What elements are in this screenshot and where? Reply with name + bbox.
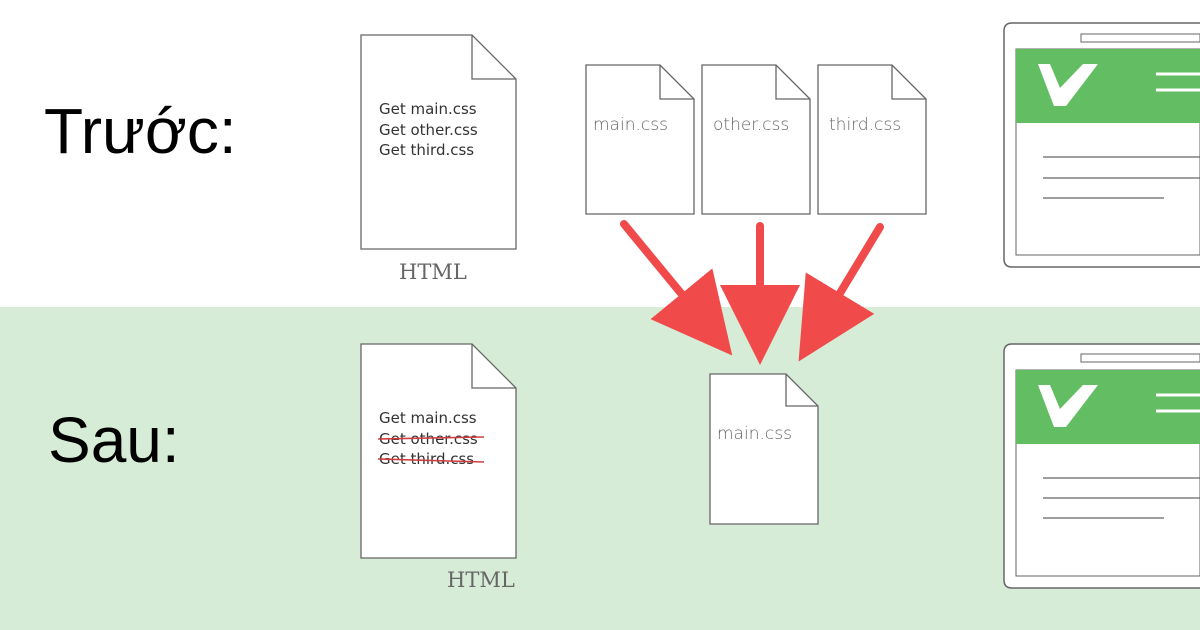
after-browser-camera-bar <box>1080 353 1200 363</box>
before-browser-window <box>1003 22 1200 268</box>
before-html-document: Get main.css Get other.css Get third.css <box>360 34 517 250</box>
before-html-line-3: Get third.css <box>379 141 474 159</box>
before-css-file-other: other.css <box>701 64 811 215</box>
before-css-file-other-label: other.css <box>713 115 789 135</box>
checkmark-v-logo-icon <box>1038 64 1098 106</box>
after-browser-header <box>1016 370 1200 444</box>
arrow-right <box>798 223 884 362</box>
after-html-document: Get main.css Get other.css Get third.css <box>360 343 517 559</box>
before-browser-header <box>1016 49 1200 123</box>
after-label: Sau: <box>48 404 180 476</box>
after-html-line-3: Get third.css <box>379 450 474 468</box>
after-html-line-2: Get other.css <box>379 430 478 448</box>
arrow-left <box>620 220 733 356</box>
after-css-file-main: main.css <box>709 373 819 525</box>
hamburger-menu-icon <box>1156 393 1200 413</box>
before-html-line-2: Get other.css <box>379 121 478 139</box>
strike-line-2 <box>377 436 485 440</box>
after-css-file-main-label: main.css <box>717 424 792 444</box>
before-label: Trước: <box>44 95 237 167</box>
after-html-line-1: Get main.css <box>379 409 477 427</box>
before-html-caption: HTML <box>399 260 467 284</box>
after-section-band <box>0 307 1200 630</box>
before-css-file-main: main.css <box>585 64 695 215</box>
hamburger-menu-icon <box>1156 72 1200 92</box>
before-browser-content-lines <box>1043 156 1200 199</box>
arrows <box>620 220 884 365</box>
before-html-line-1: Get main.css <box>379 100 477 118</box>
before-css-file-third: third.css <box>817 64 927 215</box>
strike-line-3 <box>377 458 485 463</box>
before-browser-camera-bar <box>1080 33 1200 43</box>
before-css-file-main-label: main.css <box>593 115 668 135</box>
before-css-file-third-label: third.css <box>829 115 901 135</box>
after-html-caption: HTML <box>447 568 515 592</box>
after-browser-window <box>1003 343 1200 589</box>
after-browser-content-lines <box>1043 477 1200 519</box>
checkmark-v-logo-icon <box>1038 385 1098 427</box>
